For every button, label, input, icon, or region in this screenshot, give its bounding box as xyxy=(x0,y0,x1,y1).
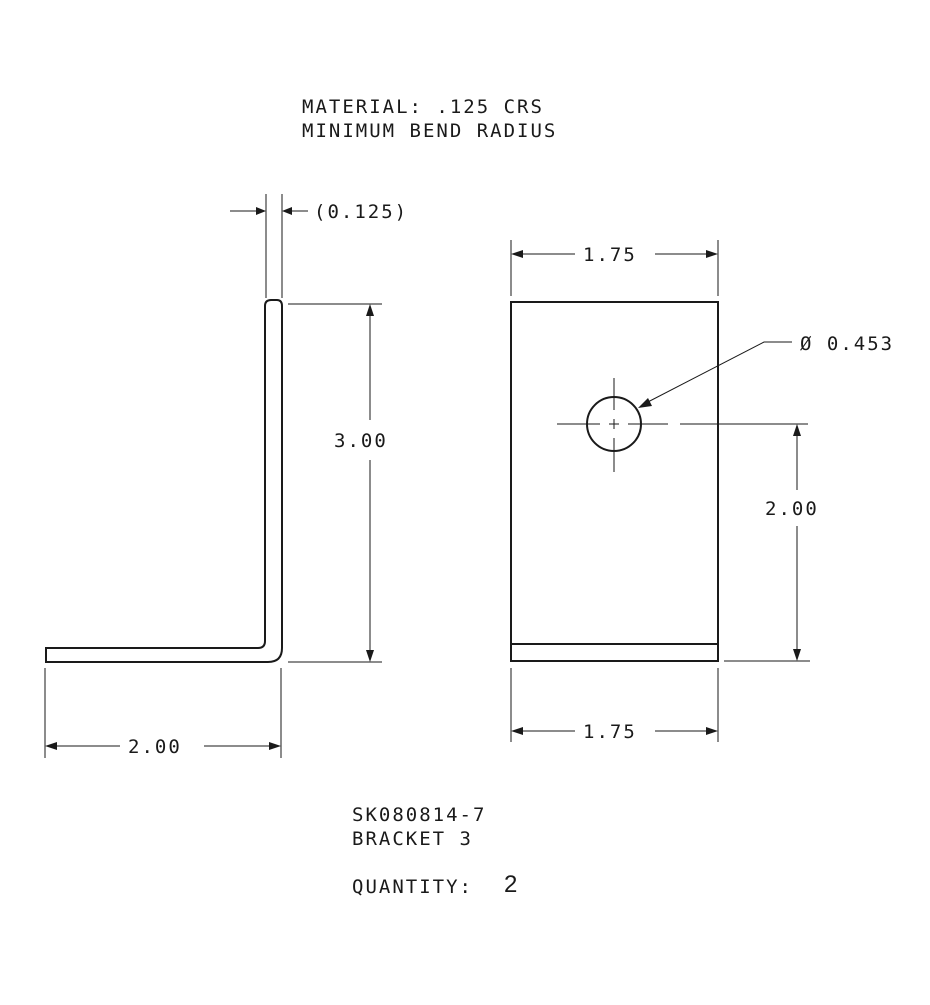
hole-height-dimension: 2.00 xyxy=(765,498,819,520)
top-width-arrow-left xyxy=(511,250,523,258)
leg-arrow-right xyxy=(269,742,281,750)
side-view: (0.125) 3.00 2.00 xyxy=(44,194,408,758)
front-view: Ø 0.453 1.75 2.00 1.75 xyxy=(510,240,894,743)
height-arrow-top xyxy=(366,304,374,316)
bracket-profile xyxy=(45,299,283,663)
thickness-arrow-left xyxy=(256,207,266,215)
hole-leader-line xyxy=(643,341,792,405)
material-note: MATERIAL: .125 CRS xyxy=(302,96,544,118)
top-width-arrow-right xyxy=(706,250,718,258)
quantity-value: 2 xyxy=(504,871,517,898)
thickness-arrow-right xyxy=(282,207,292,215)
thickness-dimension: (0.125) xyxy=(314,201,408,223)
bend-radius-note: MINIMUM BEND RADIUS xyxy=(302,120,557,142)
top-width-dimension: 1.75 xyxy=(583,244,637,266)
height-arrow-bottom xyxy=(366,650,374,662)
title-block: SK080814-7 BRACKET 3 QUANTITY: 2 xyxy=(352,804,517,898)
bottom-width-dimension: 1.75 xyxy=(583,721,637,743)
bottom-width-arrow-left xyxy=(511,727,523,735)
hole-height-arrow-bottom xyxy=(793,649,801,661)
part-number: SK080814-7 xyxy=(352,804,486,826)
part-name: BRACKET 3 xyxy=(352,828,473,850)
height-dimension: 3.00 xyxy=(334,430,388,452)
hole-diameter-dimension: Ø 0.453 xyxy=(800,333,894,355)
leg-arrow-left xyxy=(45,742,57,750)
hole-leader-arrow xyxy=(638,398,652,408)
quantity-label: QUANTITY: xyxy=(352,876,473,898)
leg-dimension: 2.00 xyxy=(128,736,182,758)
hole-height-arrow-top xyxy=(793,424,801,436)
plate-outline xyxy=(510,301,719,662)
bottom-width-arrow-right xyxy=(706,727,718,735)
